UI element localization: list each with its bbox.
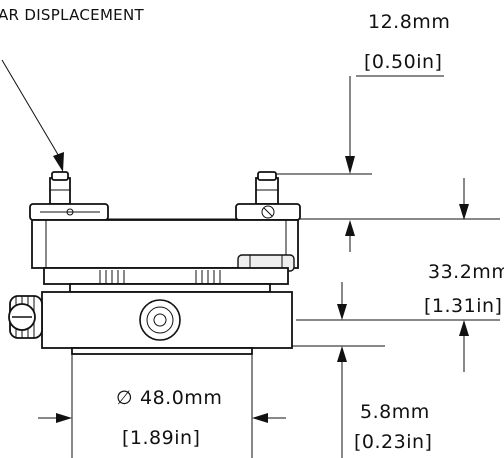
spring-retainer — [69, 283, 271, 293]
dim-base-height: 5.8mm [0.23in] — [337, 282, 432, 458]
spring-layer — [43, 267, 289, 285]
mount-assembly — [8, 171, 301, 355]
dim-base-metric: 5.8mm — [360, 401, 430, 423]
dim-diameter-imperial: [1.89in] — [122, 427, 200, 449]
right-post-cap — [257, 171, 277, 181]
dim-top-gap-metric: 12.8mm — [368, 11, 450, 33]
springs — [99, 270, 221, 284]
dim-diameter: ∅ 48.0mm [1.89in] — [38, 387, 286, 449]
lower-body — [41, 291, 293, 349]
base-disk — [71, 347, 253, 355]
dim-top-gap: 12.8mm [0.50in] — [345, 11, 450, 174]
callout-leader — [1, 59, 64, 172]
dim-height-imperial: [1.31in] — [424, 295, 502, 317]
dim-base-imperial: [0.23in] — [354, 431, 432, 453]
clamp-screw-icon — [261, 205, 275, 219]
diameter-symbol-icon: ∅ — [116, 387, 133, 409]
dim-height-metric: 33.2mm — [428, 261, 504, 283]
optic-icon — [139, 299, 181, 341]
left-post — [49, 177, 71, 205]
dim-diameter-metric: 48.0mm — [140, 387, 222, 409]
callout-label: AR DISPLACEMENT — [0, 6, 144, 24]
dim-height: 33.2mm [1.31in] — [345, 178, 504, 372]
dim-top-gap-imperial: [0.50in] — [364, 51, 442, 73]
knob-icon — [8, 295, 43, 339]
right-post — [255, 177, 279, 205]
left-post-cap — [51, 171, 69, 181]
